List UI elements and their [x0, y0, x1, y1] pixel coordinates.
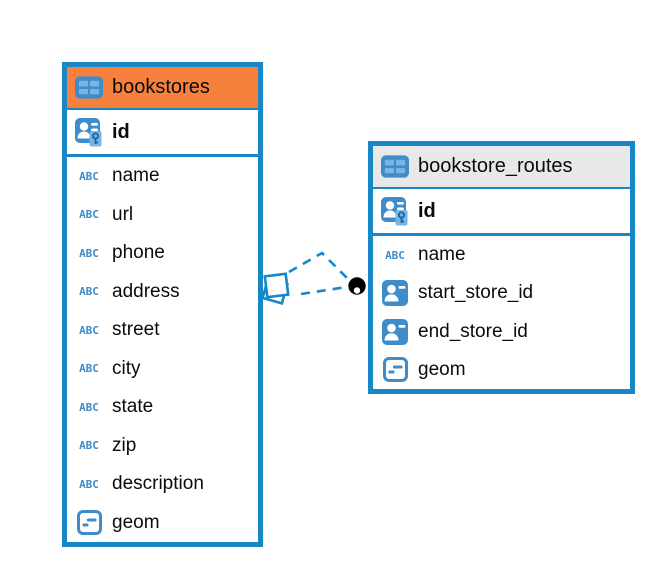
column-name: url — [112, 203, 134, 225]
column-name: geom — [418, 358, 466, 380]
text-type-icon: ABC — [79, 362, 99, 376]
pk-divider — [67, 154, 258, 157]
table-row[interactable]: ABC street — [67, 311, 258, 350]
table-icon — [75, 76, 103, 99]
text-type-icon: ABC — [79, 169, 99, 183]
column-name: phone — [112, 242, 165, 264]
table-row[interactable]: ABC city — [67, 349, 258, 388]
text-type-icon: ABC — [79, 208, 99, 222]
table-bookstores[interactable]: bookstores id ABC n — [62, 62, 263, 547]
reference-type-icon — [381, 280, 409, 307]
table-row[interactable]: ABC url — [67, 195, 258, 234]
table-row[interactable]: end_store_id — [373, 312, 630, 351]
table-row[interactable]: ABC address — [67, 272, 258, 311]
table-row[interactable]: ABC zip — [67, 426, 258, 465]
text-type-icon: ABC — [79, 285, 99, 299]
table-row[interactable]: geom — [373, 350, 630, 389]
primary-key-icon — [381, 196, 409, 226]
column-name: city — [112, 357, 141, 379]
table-row[interactable]: start_store_id — [373, 274, 630, 313]
text-type-icon: ABC — [79, 477, 99, 491]
reference-type-icon — [381, 318, 409, 345]
column-name: name — [418, 244, 466, 266]
table-row[interactable]: geom — [67, 503, 258, 542]
table-header-bookstores[interactable]: bookstores — [67, 67, 258, 108]
text-type-icon: ABC — [79, 323, 99, 337]
relationship-line-lower[interactable] — [300, 285, 348, 296]
table-bookstore-routes[interactable]: bookstore_routes id ABC — [368, 141, 635, 394]
column-name: description — [112, 473, 204, 495]
table-row[interactable]: ABC phone — [67, 234, 258, 273]
table-row[interactable]: id — [67, 110, 258, 154]
table-title: bookstore_routes — [418, 155, 573, 177]
table-row[interactable]: ABC name — [373, 236, 630, 275]
column-name: address — [112, 280, 180, 302]
table-row[interactable]: ABC description — [67, 465, 258, 504]
column-name: start_store_id — [418, 282, 534, 304]
text-type-icon: ABC — [79, 400, 99, 414]
column-name: name — [112, 165, 160, 187]
relationship-line-upper[interactable] — [288, 251, 350, 281]
primary-key-icon — [75, 117, 103, 147]
relationship-source-anchor[interactable] — [261, 272, 290, 305]
header-divider — [67, 108, 258, 110]
text-type-icon: ABC — [79, 439, 99, 453]
column-name: id — [112, 120, 130, 143]
table-row[interactable]: ABC name — [67, 157, 258, 196]
text-type-icon: ABC — [385, 248, 405, 262]
geometry-type-icon — [381, 357, 409, 383]
column-name: id — [418, 199, 436, 222]
header-divider — [373, 187, 630, 189]
column-name: zip — [112, 434, 137, 456]
table-title: bookstores — [112, 76, 210, 98]
table-icon — [381, 155, 409, 178]
relationship-target-anchor[interactable] — [348, 277, 366, 295]
geometry-type-icon — [75, 510, 103, 536]
table-row[interactable]: ABC state — [67, 388, 258, 427]
column-name: state — [112, 396, 154, 418]
column-name: geom — [112, 511, 160, 533]
pk-divider — [373, 233, 630, 236]
column-name: end_store_id — [418, 320, 528, 342]
table-header-bookstore-routes[interactable]: bookstore_routes — [373, 146, 630, 187]
table-row[interactable]: id — [373, 189, 630, 233]
column-name: street — [112, 319, 160, 341]
text-type-icon: ABC — [79, 246, 99, 260]
